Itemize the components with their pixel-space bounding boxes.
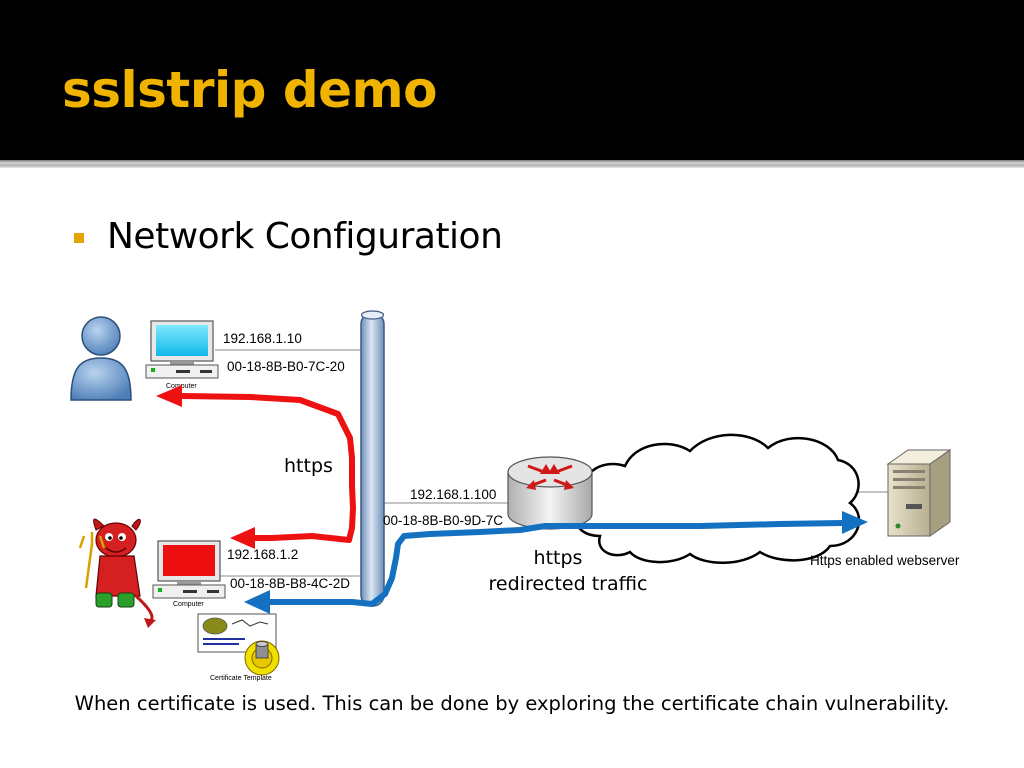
redirect-label-line2: redirected traffic	[489, 573, 648, 595]
bullet-square-icon	[74, 233, 84, 243]
connection-lines	[215, 349, 888, 577]
router-icon	[507, 456, 593, 530]
gear-icon	[244, 640, 280, 676]
slide-content: Network Configuration	[0, 168, 1024, 768]
title-bar: sslstrip demo	[0, 0, 1024, 160]
title-divider	[0, 160, 1024, 168]
user-icon	[70, 316, 132, 401]
redirect-label-line1: https	[534, 547, 583, 569]
computer-icon	[152, 540, 226, 599]
redirect-arrow	[244, 511, 868, 614]
bullet-text: Network Configuration	[107, 216, 503, 257]
server-label: Https enabled webserver	[810, 553, 960, 568]
router-ip-label: 192.168.1.100	[410, 487, 496, 502]
network-bus	[360, 310, 385, 607]
https-label: https	[284, 455, 333, 477]
attacker-device-label: Computer	[173, 601, 204, 608]
victim-ip-label: 192.168.1.10	[223, 331, 302, 346]
router-mac-label: 00-18-8B-B0-9D-7C	[383, 513, 503, 528]
https-arrow	[156, 385, 356, 549]
slide-title: sslstrip demo	[62, 61, 437, 119]
cloud-shape	[574, 433, 861, 564]
network-diagram: Computer 192.168.1.10 00-18-8B-B0-7C-20 …	[70, 310, 960, 682]
slide-caption: When certificate is used. This can be do…	[74, 692, 950, 715]
victim-mac-label: 00-18-8B-B0-7C-20	[227, 359, 345, 374]
computer-icon	[145, 320, 219, 379]
attacker-ip-label: 192.168.1.2	[227, 547, 298, 562]
certificate-label: Certificate Template	[210, 675, 272, 682]
server-icon	[886, 449, 952, 537]
attacker-mac-label: 00-18-8B-B8-4C-2D	[230, 576, 350, 591]
devil-mascot-icon	[78, 518, 156, 628]
